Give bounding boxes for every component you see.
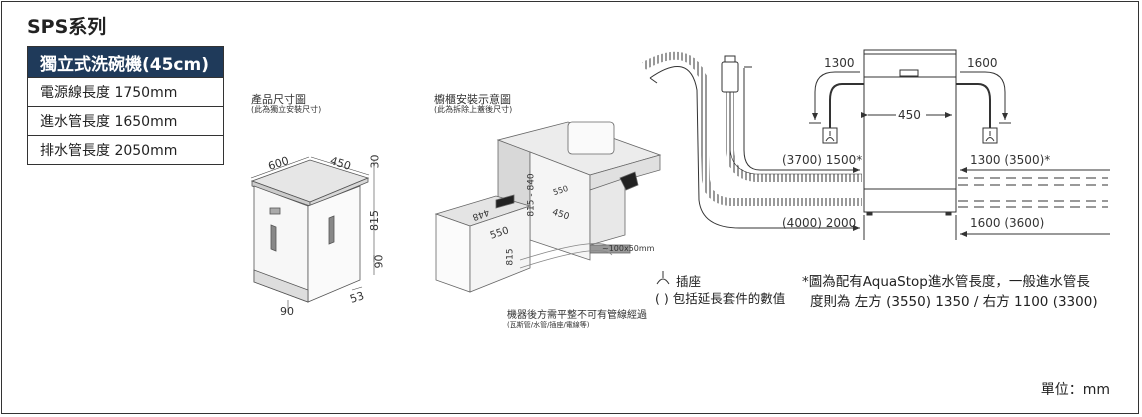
footnote-line1: *圖為配有AquaStop進水管長度，一般進水管長 <box>802 274 1090 290</box>
spec-table: 獨立式洗碗機(45cm) 電源線長度 1750mm 進水管長度 1650mm 排… <box>27 46 224 165</box>
spec-row: 進水管長度 1650mm <box>27 106 224 136</box>
hose-left-top: 1300 <box>824 56 855 70</box>
freestanding-dishwasher-drawing <box>250 159 370 303</box>
hose-right-drain: 1600 (3600) <box>970 216 1045 230</box>
cabinet-note: 機器後方需平整不可有管線經過 <box>507 310 647 321</box>
spec-value: 2050mm <box>114 143 178 159</box>
cab-dim-niche-height: 815 - 840 <box>526 173 537 217</box>
spec-row: 排水管長度 2050mm <box>27 135 224 165</box>
dim-plinth: 90 <box>372 254 386 269</box>
legend-socket-label: 插座 <box>676 274 702 289</box>
cabinet-note-sub: (瓦斯管/水管/插座/電線等) <box>507 321 590 329</box>
legend-socket-icon <box>656 271 670 285</box>
spec-label: 進水管長度 <box>40 114 110 130</box>
hose-right-inlet: 1300 (3500)* <box>970 153 1051 167</box>
spec-value: 1650mm <box>114 114 178 130</box>
socket-icon <box>822 127 838 144</box>
hose-left-inlet: (3700) 1500* <box>782 153 863 167</box>
cabinet-install-title: 櫥櫃安裝示意圖 <box>434 93 511 106</box>
product-dim-subtitle: (此為獨立安裝尺寸) <box>251 105 322 114</box>
spec-label: 排水管長度 <box>40 143 110 159</box>
legend-paren-label: ( ) 包括延長套件的數值 <box>655 291 786 306</box>
spec-value: 1750mm <box>114 85 178 101</box>
footnote-line2: 度則為 左方 (3550) 1350 / 右方 1100 (3300) <box>810 294 1098 310</box>
series-title: SPS系列 <box>27 16 107 38</box>
hose-left-drain: (4000) 2000 <box>782 216 857 230</box>
dim-front-plinth: 90 <box>280 305 294 318</box>
spec-header-cell: 獨立式洗碗機(45cm) <box>27 46 224 78</box>
cab-dim-height: 815 <box>505 248 516 266</box>
freestanding-dim-lines <box>250 156 375 313</box>
hose-diagram <box>642 49 1110 240</box>
cabinet-install-drawing <box>434 121 662 293</box>
hose-right-top: 1600 <box>967 56 998 70</box>
spec-table-header: 獨立式洗碗機(45cm) <box>27 46 224 78</box>
hose-width: 450 <box>898 108 921 122</box>
product-dim-title: 產品尺寸圖 <box>251 93 306 106</box>
cab-dim-opening: ~100x50mm <box>602 244 655 253</box>
socket-icon <box>982 127 998 144</box>
dim-height: 815 <box>368 210 381 231</box>
unit-label: 單位：mm <box>1040 382 1110 398</box>
spec-label: 電源線長度 <box>40 85 110 101</box>
cabinet-install-subtitle: (此為拆除上蓋後尺寸) <box>434 105 513 114</box>
dim-top: 30 <box>368 154 382 169</box>
